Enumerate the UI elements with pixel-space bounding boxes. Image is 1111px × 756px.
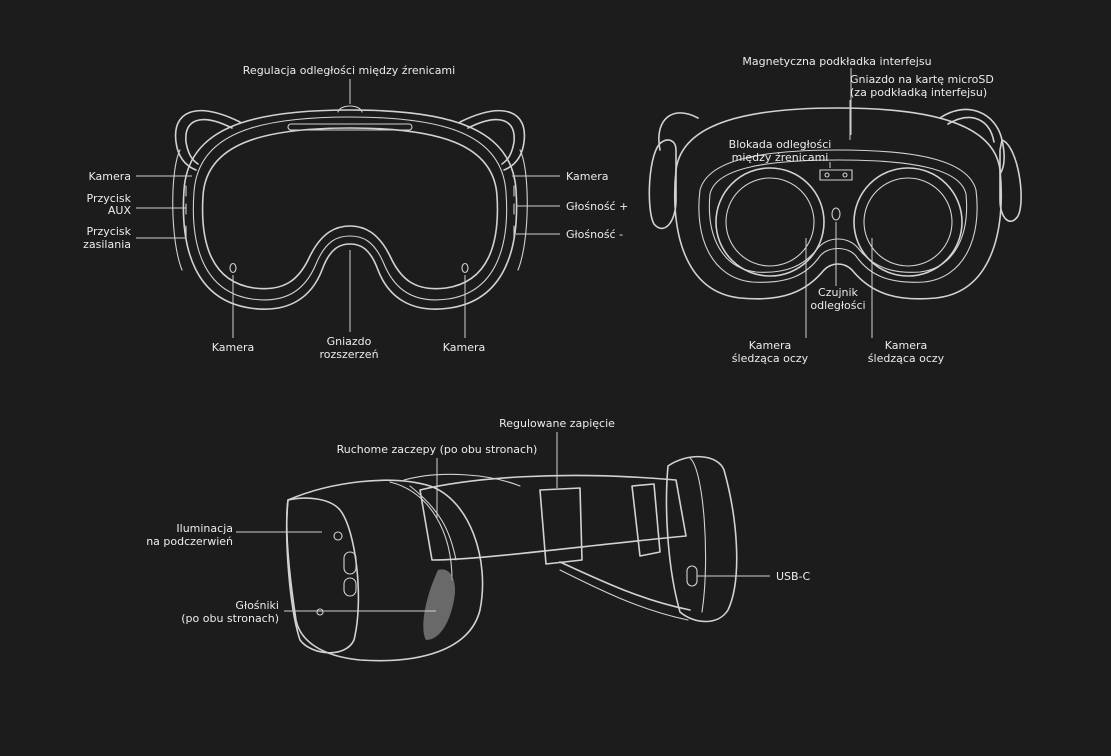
side-view-drawing bbox=[285, 455, 738, 662]
label-speakers-line2: (po obu stronach) bbox=[181, 612, 279, 625]
label-expansion-port-line1: Gniazdo bbox=[327, 335, 372, 348]
label-aux-button-line1: Przycisk bbox=[87, 192, 132, 205]
label-expansion-port-line2: rozszerzeń bbox=[319, 348, 378, 361]
label-eye-camera-left-line2: śledząca oczy bbox=[732, 352, 809, 365]
label-microsd-line2: (za podkładką interfejsu) bbox=[850, 86, 987, 99]
label-volume-up: Głośność + bbox=[566, 200, 628, 213]
label-microsd-line1: Gniazdo na kartę microSD bbox=[850, 73, 994, 86]
label-camera-right: Kamera bbox=[566, 170, 609, 183]
label-usb-c: USB-C bbox=[776, 570, 811, 583]
label-power-button-line2: zasilania bbox=[83, 238, 131, 251]
rear-view-drawing bbox=[648, 107, 1022, 300]
label-power-button-line1: Przycisk bbox=[87, 225, 132, 238]
label-movable-clips: Ruchome zaczepy (po obu stronach) bbox=[337, 443, 538, 456]
label-ipd-adjust: Regulacja odległości między źrenicami bbox=[243, 64, 455, 77]
label-proximity-sensor-line2: odległości bbox=[810, 299, 865, 312]
label-ipd-lock-line1: Blokada odległości bbox=[729, 138, 832, 151]
label-ir-illumination-line2: na podczerwień bbox=[146, 535, 233, 548]
label-eye-camera-left-line1: Kamera bbox=[749, 339, 792, 352]
label-proximity-sensor-line1: Czujnik bbox=[818, 286, 859, 299]
label-eye-camera-right-line2: śledząca oczy bbox=[868, 352, 945, 365]
label-ir-illumination-line1: Iluminacja bbox=[176, 522, 233, 535]
label-speakers-line1: Głośniki bbox=[235, 599, 279, 612]
label-aux-button-line2: AUX bbox=[108, 204, 132, 217]
label-ipd-lock-line2: między źrenicami bbox=[732, 151, 829, 164]
label-eye-camera-right-line1: Kamera bbox=[885, 339, 928, 352]
label-camera-bottom-right: Kamera bbox=[443, 341, 486, 354]
label-magnetic-pad: Magnetyczna podkładka interfejsu bbox=[742, 55, 931, 68]
label-camera-left: Kamera bbox=[88, 170, 131, 183]
label-camera-bottom-left: Kamera bbox=[212, 341, 255, 354]
label-adjustable-strap: Regulowane zapięcie bbox=[499, 417, 615, 430]
label-volume-down: Głośność - bbox=[566, 228, 623, 241]
